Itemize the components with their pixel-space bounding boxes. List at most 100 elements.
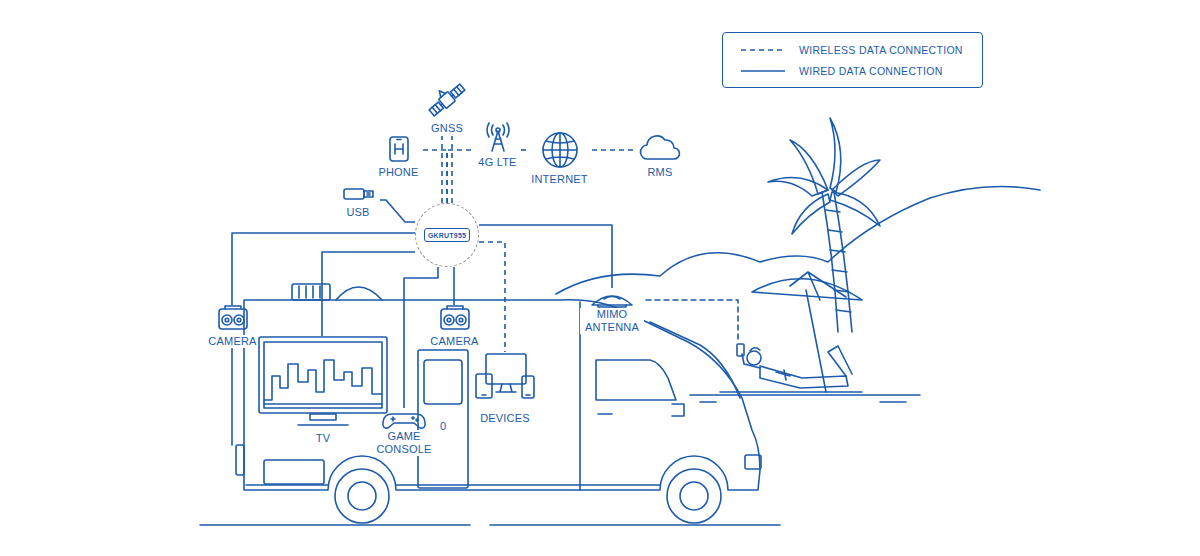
camper-van-part bbox=[418, 350, 468, 488]
usb-icon-part-part bbox=[344, 189, 364, 199]
tv-screen-part-part bbox=[259, 337, 387, 413]
usb-icon-part-part bbox=[364, 191, 373, 197]
mimo-antenna-part bbox=[592, 296, 632, 307]
gnss-icon bbox=[425, 82, 469, 118]
door-lock: 0 bbox=[439, 420, 447, 433]
legend-line-sample bbox=[739, 65, 787, 77]
phone-icon-part-part bbox=[395, 140, 403, 155]
camera-icon-part bbox=[441, 306, 469, 329]
lte-tower-icon-part-part bbox=[487, 123, 509, 137]
device-label: GKRUT955 bbox=[428, 232, 466, 239]
camper-van-part bbox=[200, 524, 780, 526]
beach-scene-part bbox=[737, 344, 744, 356]
beach-scene-part bbox=[792, 194, 830, 234]
wired-connector bbox=[322, 252, 415, 336]
gnss-icon-part-part bbox=[449, 87, 462, 100]
camera-wire bbox=[231, 346, 233, 445]
camera-icon-part-part bbox=[237, 318, 241, 322]
tv-screen-part-part bbox=[310, 414, 336, 420]
camera-icon-part-part bbox=[444, 315, 454, 325]
wifi-link bbox=[646, 300, 738, 340]
camper-van-part bbox=[596, 360, 676, 400]
rms-cloud bbox=[636, 132, 684, 162]
wired-connector bbox=[380, 200, 415, 222]
tv-screen bbox=[258, 336, 388, 428]
camper-van-part bbox=[667, 469, 721, 523]
wired-connector bbox=[479, 225, 612, 288]
beach-scene-part bbox=[790, 272, 846, 300]
connector-line bbox=[441, 136, 443, 203]
camper-van-part bbox=[650, 322, 740, 398]
connector-line bbox=[423, 150, 447, 203]
node-label: USB bbox=[344, 206, 371, 219]
beach-scene-part bbox=[750, 348, 760, 351]
connector-line bbox=[380, 200, 415, 222]
beach-scene-part bbox=[720, 391, 862, 393]
phone-icon-part bbox=[390, 137, 408, 161]
icon-node: 4G LTE bbox=[474, 122, 521, 170]
game-console bbox=[376, 408, 432, 430]
connector-line bbox=[479, 225, 612, 288]
connector-line bbox=[453, 267, 455, 305]
camera-icon-part-part bbox=[225, 318, 229, 322]
game-console-part-part bbox=[383, 414, 425, 428]
node-label: DEVICES bbox=[478, 412, 532, 425]
camper-van-part bbox=[348, 482, 376, 510]
mimo-antenna bbox=[580, 288, 644, 308]
icon-node: GNSS bbox=[425, 82, 469, 136]
connector-line bbox=[451, 136, 453, 203]
tv-screen-part-part bbox=[264, 342, 382, 408]
legend-text: WIRELESS DATA CONNECTION bbox=[799, 44, 963, 56]
node-label: PHONE bbox=[376, 166, 420, 179]
camera-icon-part-part bbox=[447, 318, 451, 322]
mimo-antenna-part-part bbox=[598, 305, 626, 307]
camera-icon-part-part bbox=[456, 315, 466, 325]
tv-screen-part-part bbox=[264, 360, 382, 400]
camper-van-part bbox=[236, 445, 244, 475]
connector-line bbox=[232, 233, 415, 305]
beach-scene-part bbox=[690, 394, 920, 396]
wireless-connector bbox=[521, 150, 527, 151]
gnss-icon-part-part bbox=[432, 101, 445, 114]
camera-icon bbox=[427, 305, 483, 331]
icon-node: INTERNET bbox=[527, 131, 592, 187]
node-label: MIMO ANTENNA bbox=[580, 308, 644, 334]
icon-node: CAMERA bbox=[426, 305, 483, 349]
node-label: RMS bbox=[645, 166, 674, 179]
connector-line bbox=[479, 242, 505, 352]
internet-globe-part-part bbox=[543, 133, 577, 167]
router-node: GKRUT955 bbox=[415, 203, 479, 267]
beach-scene-part bbox=[830, 118, 841, 192]
legend-row: WIRED DATA CONNECTION bbox=[739, 65, 943, 77]
mimo-antenna-part-part bbox=[604, 297, 620, 300]
wireless-connector bbox=[592, 150, 636, 151]
usb-icon-part bbox=[344, 189, 373, 199]
beach-scene-part bbox=[790, 140, 828, 194]
tv-screen-part-part bbox=[298, 424, 348, 426]
gnss-icon-part-part bbox=[437, 89, 445, 97]
game-console-part-part bbox=[412, 417, 414, 419]
legend-box: WIRELESS DATA CONNECTION WIRED DATA CONNE… bbox=[722, 32, 983, 88]
camper-van-part bbox=[336, 287, 382, 300]
game-console-part-part bbox=[416, 419, 418, 421]
beach-scene bbox=[556, 118, 1040, 402]
connector-line bbox=[447, 150, 474, 203]
icon-node: MIMO ANTENNA bbox=[578, 288, 646, 335]
wireless-connector bbox=[423, 150, 447, 203]
camera-icon-part-part bbox=[222, 315, 232, 325]
beach-scene-part bbox=[822, 192, 852, 332]
devices-group-part-part bbox=[482, 394, 530, 396]
beach-scene-part bbox=[826, 210, 851, 312]
wifi-link-part bbox=[646, 300, 738, 340]
beach-scene-part bbox=[760, 366, 848, 388]
camera-icon bbox=[205, 305, 261, 331]
connector-line bbox=[322, 252, 415, 336]
camper-van-part bbox=[672, 404, 684, 416]
icon-node: RMS bbox=[636, 132, 684, 180]
camper-van-part bbox=[264, 460, 324, 484]
legend-text: WIRED DATA CONNECTION bbox=[799, 65, 943, 77]
beach-scene-part bbox=[828, 346, 852, 376]
lte-tower-icon-part-part bbox=[496, 128, 500, 132]
rms-cloud-part-part bbox=[640, 136, 679, 159]
